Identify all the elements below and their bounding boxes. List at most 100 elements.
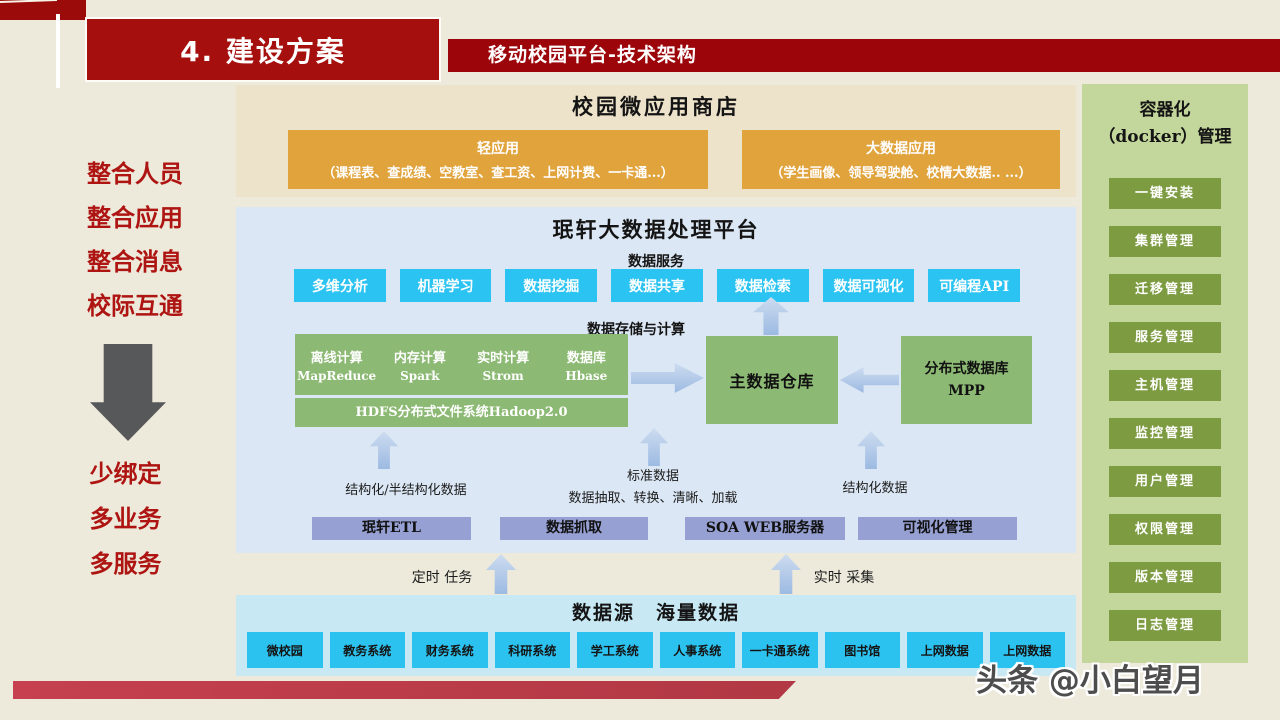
app-detail: （学生画像、领导驾驶舱、校情大数据.. ...） [770, 166, 1032, 181]
right-arrow-icon [631, 363, 704, 393]
page-title-bar: 移动校园平台-技术架构 [448, 39, 1280, 72]
app-name: 大数据应用 [866, 141, 936, 157]
mpp-line1: 分布式数据库 [924, 360, 1009, 377]
service-box: 多维分析 [294, 269, 386, 302]
compute-col: 实时计算 Strom [462, 334, 545, 395]
service-box: 机器学习 [399, 269, 492, 302]
up-arrow-icon [370, 431, 398, 469]
compute-col: 数据库 Hbase [545, 334, 628, 395]
docker-title-line2: （docker）管理 [1098, 127, 1232, 148]
left-edge-white-stripe [56, 14, 60, 88]
data-sources-title: 数据源 海量数据 [571, 602, 740, 624]
flow-label: 结构化/半结构化数据 [345, 483, 467, 498]
source-box: 人事系统 [659, 632, 735, 668]
compute-name: 内存计算 [393, 350, 446, 366]
mpp-database-box: 分布式数据库 MPP [901, 336, 1032, 424]
docker-button: 用户管理 [1109, 466, 1221, 497]
goal-item: 校际互通 [87, 292, 183, 320]
compute-col: 离线计算 MapReduce [295, 334, 378, 395]
docker-button: 权限管理 [1109, 514, 1221, 545]
app-store-title: 校园微应用商店 [572, 94, 740, 119]
result-list: 少绑定 多业务 多服务 [48, 452, 203, 587]
goal-list: 整合人员 整合应用 整合消息 校际互通 [44, 152, 226, 328]
docker-button: 集群管理 [1109, 226, 1221, 257]
section-title: 4. 建设方案 [180, 34, 346, 68]
source-box: 教务系统 [329, 632, 405, 668]
compute-name: 实时计算 [477, 350, 530, 366]
compute-tech: Spark [400, 368, 440, 383]
watermark: 头条 @小白望月 [976, 663, 1204, 699]
docker-button-list: 一键安装 集群管理 迁移管理 服务管理 主机管理 监控管理 用户管理 权限管理 … [1109, 178, 1221, 641]
hdfs-bar: HDFS分布式文件系统Hadoop2.0 [295, 398, 628, 427]
up-arrow-icon [486, 554, 516, 594]
light-app-box: 轻应用 （课程表、查成绩、空教室、查工资、上网计费、一卡通...） [288, 130, 708, 189]
result-item: 多服务 [89, 550, 162, 578]
realtime-collect-label: 实时 采集 [813, 570, 875, 586]
down-arrow-icon [90, 344, 166, 441]
section-title-box: 4. 建设方案 [85, 17, 441, 82]
compute-grid: 离线计算 MapReduce 内存计算 Spark 实时计算 Strom 数据库… [295, 334, 628, 395]
source-box: 科研系统 [494, 632, 570, 668]
docker-button: 主机管理 [1109, 370, 1221, 401]
docker-button: 迁移管理 [1109, 274, 1221, 305]
tool-bar: 数据抓取 [500, 517, 648, 540]
compute-tech: Strom [482, 368, 524, 383]
compute-name: 数据库 [566, 350, 606, 366]
docker-button: 日志管理 [1109, 610, 1221, 641]
source-box: 上网数据 [989, 632, 1065, 668]
up-arrow-icon [753, 297, 789, 335]
bigdata-app-box: 大数据应用 （学生画像、领导驾驶舱、校情大数据.. ...） [742, 130, 1060, 189]
flow-label: 结构化数据 [842, 481, 908, 496]
docker-button: 监控管理 [1109, 418, 1221, 449]
flow-label: 数据抽取、转换、清晰、加载 [568, 491, 738, 506]
compute-col: 内存计算 Spark [378, 334, 461, 395]
page-title: 移动校园平台-技术架构 [488, 44, 697, 66]
docker-panel-title: 容器化 （docker）管理 [1082, 97, 1248, 151]
docker-button: 一键安装 [1109, 178, 1221, 209]
result-item: 少绑定 [89, 460, 162, 488]
data-sources-row: 微校园 教务系统 财务系统 科研系统 学工系统 人事系统 一卡通系统 图书馆 上… [247, 632, 1065, 668]
compute-name: 离线计算 [310, 350, 363, 366]
service-box: 数据检索 [716, 269, 809, 302]
main-warehouse-box: 主数据仓库 [706, 336, 838, 424]
source-box: 学工系统 [577, 632, 653, 668]
source-box: 一卡通系统 [742, 632, 818, 668]
app-name: 轻应用 [477, 141, 519, 157]
service-box: 可编程API [928, 269, 1021, 302]
goal-item: 整合人员 [87, 160, 183, 188]
source-box: 微校园 [247, 632, 323, 668]
platform-title: 珉轩大数据处理平台 [552, 217, 760, 242]
left-edge-decoration-bar [0, 0, 86, 20]
flow-label: 标准数据 [626, 469, 679, 484]
docker-title-line1: 容器化 [1139, 100, 1191, 120]
up-arrow-icon [857, 431, 885, 469]
tool-bar: SOA WEB服务器 [685, 517, 845, 540]
up-arrow-icon [640, 428, 668, 466]
service-box: 数据可视化 [822, 269, 915, 302]
docker-button: 版本管理 [1109, 562, 1221, 593]
app-store-panel: 校园微应用商店 轻应用 （课程表、查成绩、空教室、查工资、上网计费、一卡通...… [236, 85, 1076, 197]
timed-task-label: 定时 任务 [411, 570, 473, 586]
mpp-line2: MPP [948, 383, 985, 399]
data-sources-panel: 数据源 海量数据 微校园 教务系统 财务系统 科研系统 学工系统 人事系统 一卡… [236, 595, 1076, 676]
service-box: 数据共享 [611, 269, 703, 302]
source-box: 财务系统 [412, 632, 488, 668]
service-box: 数据挖掘 [505, 269, 598, 302]
docker-management-panel: 容器化 （docker）管理 一键安装 集群管理 迁移管理 服务管理 主机管理 … [1082, 84, 1248, 663]
tool-bar: 可视化管理 [858, 517, 1017, 540]
goal-item: 整合消息 [87, 248, 183, 276]
footer-decoration-bar [13, 681, 796, 699]
compute-tech: MapReduce [297, 368, 377, 383]
data-services-label: 数据服务 [628, 254, 684, 270]
bigdata-platform-panel: 珉轩大数据处理平台 数据服务 多维分析 机器学习 数据挖掘 数据共享 数据检索 … [236, 207, 1076, 553]
result-item: 多业务 [89, 505, 162, 533]
data-services-row: 多维分析 机器学习 数据挖掘 数据共享 数据检索 数据可视化 可编程API [294, 269, 1021, 302]
source-box: 上网数据 [907, 632, 983, 668]
docker-button: 服务管理 [1109, 322, 1221, 353]
app-detail: （课程表、查成绩、空教室、查工资、上网计费、一卡通...） [322, 166, 674, 181]
left-arrow-icon [840, 367, 899, 393]
source-box: 图书馆 [824, 632, 900, 668]
up-arrow-icon [771, 554, 801, 594]
compute-tech: Hbase [565, 368, 608, 383]
